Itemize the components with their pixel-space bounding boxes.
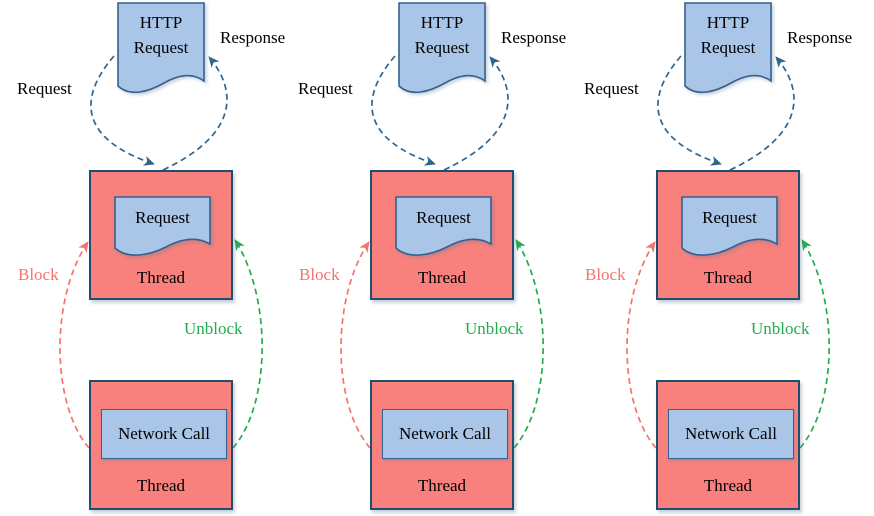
- diagram-column-3: HTTP Request Request Response Request Th…: [567, 0, 874, 516]
- request-arrow: [657, 55, 722, 166]
- http-request-label: HTTP Request: [700, 13, 756, 57]
- block-label: Block: [299, 265, 340, 284]
- response-arrow: [729, 56, 795, 171]
- request-label: Request: [584, 79, 639, 98]
- lower-thread-box: Network Call Thread: [89, 380, 233, 510]
- http-request-document: HTTP Request: [117, 2, 205, 100]
- network-call-box: Network Call: [668, 409, 794, 459]
- unblock-arrow: [232, 239, 263, 449]
- thread-label: Thread: [703, 268, 753, 287]
- network-call-box: Network Call: [101, 409, 227, 459]
- unblock-label: Unblock: [184, 319, 243, 338]
- upper-thread-box: Request Thread: [656, 170, 800, 300]
- request-document: Request: [681, 196, 778, 260]
- unblock-arrow: [799, 239, 830, 449]
- network-call-box: Network Call: [382, 409, 508, 459]
- thread-label: Thread: [703, 476, 753, 495]
- request-document: Request: [114, 196, 211, 260]
- upper-thread-box: Request Thread: [370, 170, 514, 300]
- diagram-column-1: HTTP Request Request Response Request Th…: [0, 0, 307, 516]
- request-arrow: [90, 55, 155, 166]
- response-label: Response: [220, 28, 286, 47]
- thread-label: Thread: [136, 268, 186, 287]
- http-request-label: HTTP Request: [133, 13, 189, 57]
- block-arrow: [626, 241, 657, 449]
- network-call-label: Network Call: [117, 424, 211, 443]
- diagram-column-2: HTTP Request Request Response Request Th…: [281, 0, 588, 516]
- unblock-arrow: [513, 239, 544, 449]
- request-arrow: [371, 55, 436, 166]
- unblock-label: Unblock: [751, 319, 810, 338]
- response-arrow: [443, 56, 509, 171]
- arrow-layer: [626, 55, 830, 449]
- request-label: Request: [17, 79, 72, 98]
- response-label: Response: [501, 28, 567, 47]
- http-request-document: HTTP Request: [684, 2, 772, 100]
- response-label: Response: [787, 28, 853, 47]
- http-request-label: HTTP Request: [414, 13, 470, 57]
- thread-label: Thread: [417, 268, 467, 287]
- block-label: Block: [18, 265, 59, 284]
- thread-label: Thread: [136, 476, 186, 495]
- request-label: Request: [298, 79, 353, 98]
- request-document-label: Request: [702, 208, 757, 227]
- block-arrow: [59, 241, 90, 449]
- request-document: Request: [395, 196, 492, 260]
- request-document-label: Request: [416, 208, 471, 227]
- arrow-layer: [59, 55, 263, 449]
- http-request-document: HTTP Request: [398, 2, 486, 100]
- network-call-label: Network Call: [684, 424, 778, 443]
- thread-label: Thread: [417, 476, 467, 495]
- block-label: Block: [585, 265, 626, 284]
- request-document-label: Request: [135, 208, 190, 227]
- lower-thread-box: Network Call Thread: [370, 380, 514, 510]
- block-arrow: [340, 241, 371, 449]
- response-arrow: [162, 56, 228, 171]
- unblock-label: Unblock: [465, 319, 524, 338]
- network-call-label: Network Call: [398, 424, 492, 443]
- arrow-layer: [340, 55, 544, 449]
- lower-thread-box: Network Call Thread: [656, 380, 800, 510]
- upper-thread-box: Request Thread: [89, 170, 233, 300]
